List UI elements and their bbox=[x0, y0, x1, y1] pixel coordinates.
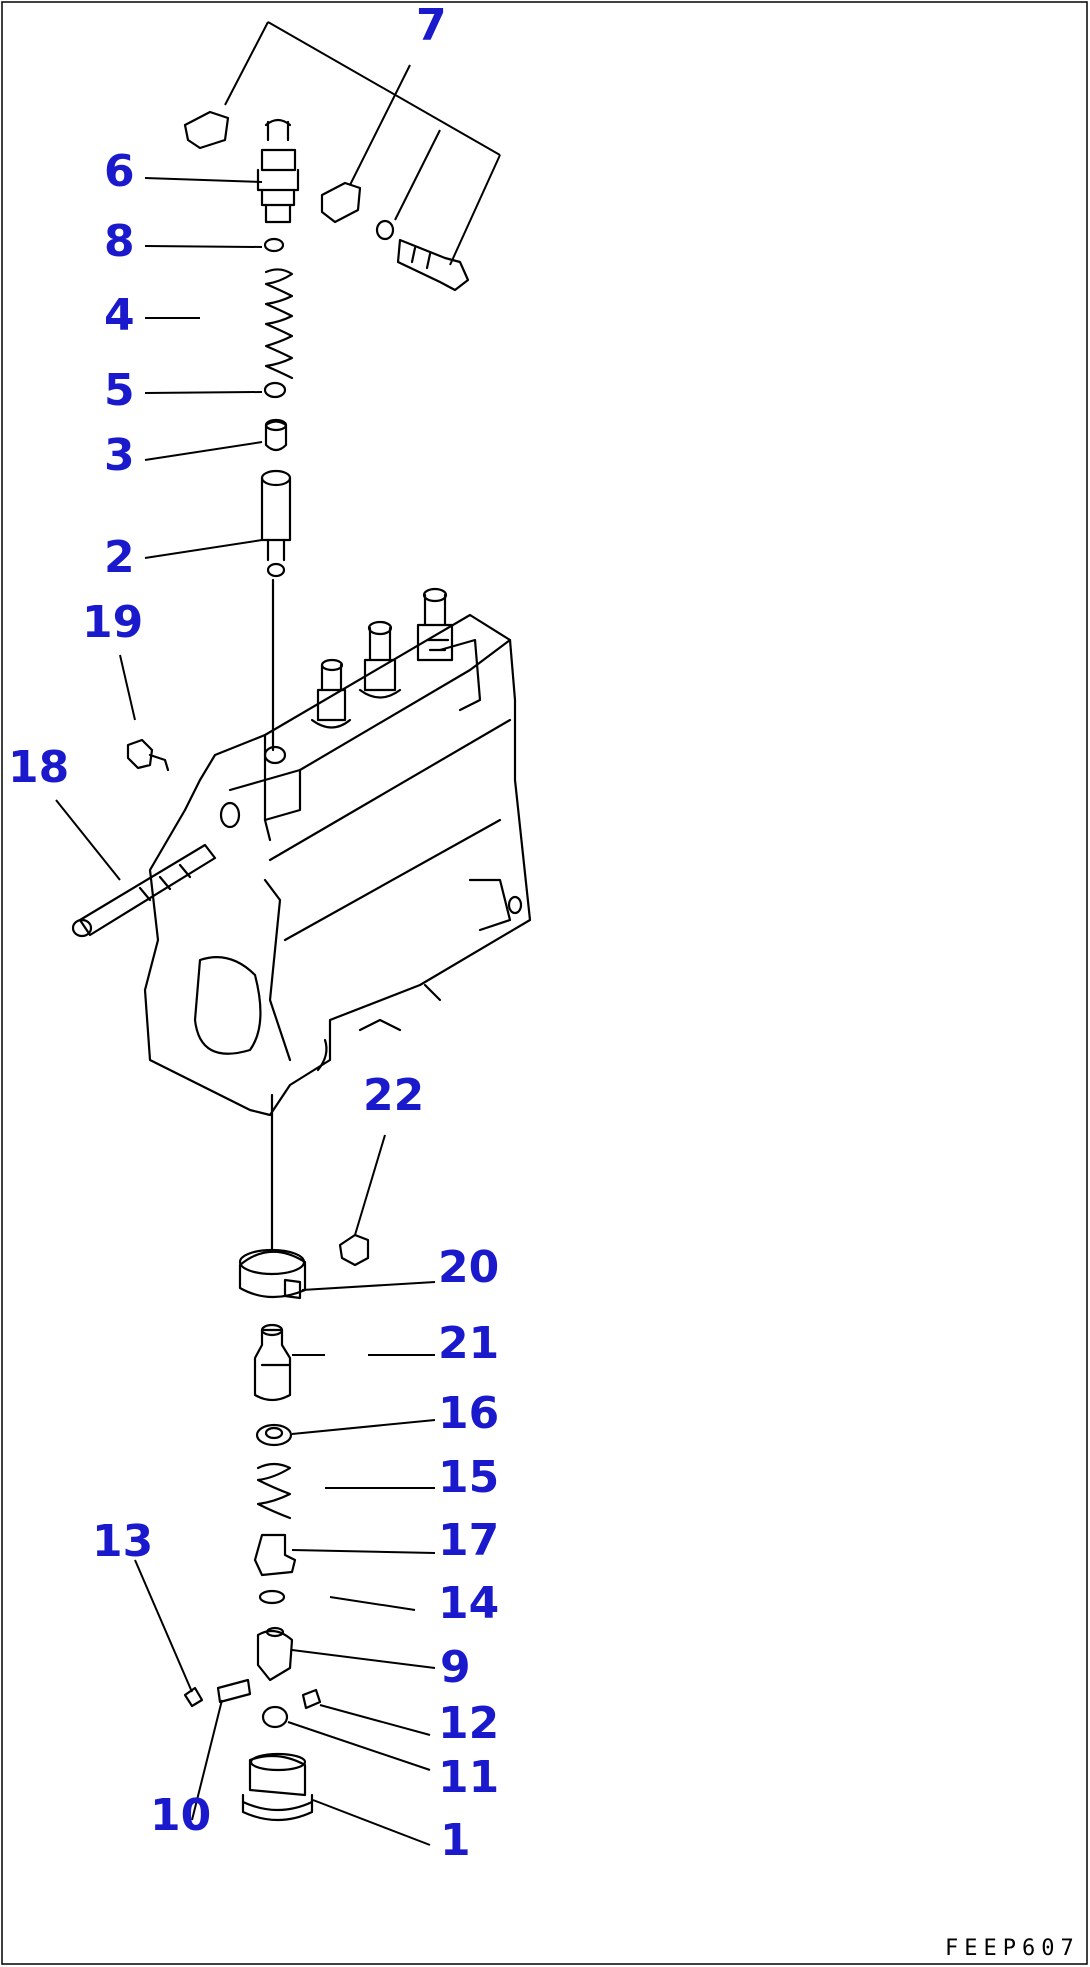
washer-part bbox=[263, 381, 287, 399]
plunger-barrel bbox=[260, 469, 292, 578]
callout-8: 8 bbox=[104, 216, 135, 267]
leader-group-7 bbox=[224, 21, 501, 266]
o-ring-part bbox=[263, 237, 285, 253]
callout-20: 20 bbox=[438, 1242, 499, 1293]
bushing-part bbox=[301, 1688, 322, 1710]
callout-18: 18 bbox=[8, 742, 69, 793]
callout-4: 4 bbox=[104, 290, 135, 341]
tappet-pin-13 bbox=[183, 1686, 204, 1708]
upper-spring-seat bbox=[255, 1423, 293, 1447]
callout-15: 15 bbox=[438, 1452, 499, 1503]
lower-spring-seat bbox=[253, 1533, 297, 1577]
plunger-part bbox=[253, 1323, 292, 1402]
tappet-part bbox=[256, 1626, 294, 1682]
delivery-holder-1 bbox=[310, 658, 352, 729]
roller-part bbox=[261, 1705, 289, 1729]
callout-7: 7 bbox=[416, 0, 447, 51]
callout-10: 10 bbox=[150, 1790, 211, 1841]
control-sleeve-part bbox=[238, 1248, 307, 1300]
callout-3: 3 bbox=[104, 430, 135, 481]
callout-16: 16 bbox=[438, 1388, 499, 1439]
callout-9: 9 bbox=[440, 1642, 471, 1693]
callout-22: 22 bbox=[363, 1070, 424, 1121]
callout-11: 11 bbox=[438, 1752, 499, 1803]
delivery-valve bbox=[264, 418, 288, 452]
injection-pump-body bbox=[143, 613, 532, 1117]
callout-17: 17 bbox=[438, 1515, 499, 1566]
callout-1: 1 bbox=[440, 1815, 471, 1866]
callout-13: 13 bbox=[92, 1516, 153, 1567]
callout-14: 14 bbox=[438, 1578, 499, 1629]
screw-part-22 bbox=[338, 1233, 370, 1267]
callout-5: 5 bbox=[104, 365, 135, 416]
callout-21: 21 bbox=[438, 1318, 499, 1369]
callout-19: 19 bbox=[82, 597, 143, 648]
roller-pin-10 bbox=[216, 1678, 252, 1704]
drawing-code: FEEP607 bbox=[945, 1936, 1080, 1961]
bolt-part bbox=[375, 219, 470, 292]
adjusting-shim bbox=[258, 1589, 286, 1605]
delivery-valve-holder bbox=[256, 118, 300, 224]
delivery-holder-2 bbox=[358, 620, 402, 699]
callout-12: 12 bbox=[438, 1698, 499, 1749]
tappet-plug bbox=[241, 1752, 314, 1822]
control-rod-part bbox=[71, 843, 217, 938]
delivery-holder-3 bbox=[416, 587, 454, 662]
callout-2: 2 bbox=[104, 532, 135, 583]
screw-part-19 bbox=[126, 738, 170, 772]
leader-lines bbox=[55, 177, 436, 1846]
plunger-spring bbox=[256, 1462, 292, 1520]
lock-plate-part-right bbox=[320, 181, 362, 224]
callout-6: 6 bbox=[104, 146, 135, 197]
lock-plate-part bbox=[183, 110, 230, 150]
valve-spring bbox=[264, 268, 294, 380]
